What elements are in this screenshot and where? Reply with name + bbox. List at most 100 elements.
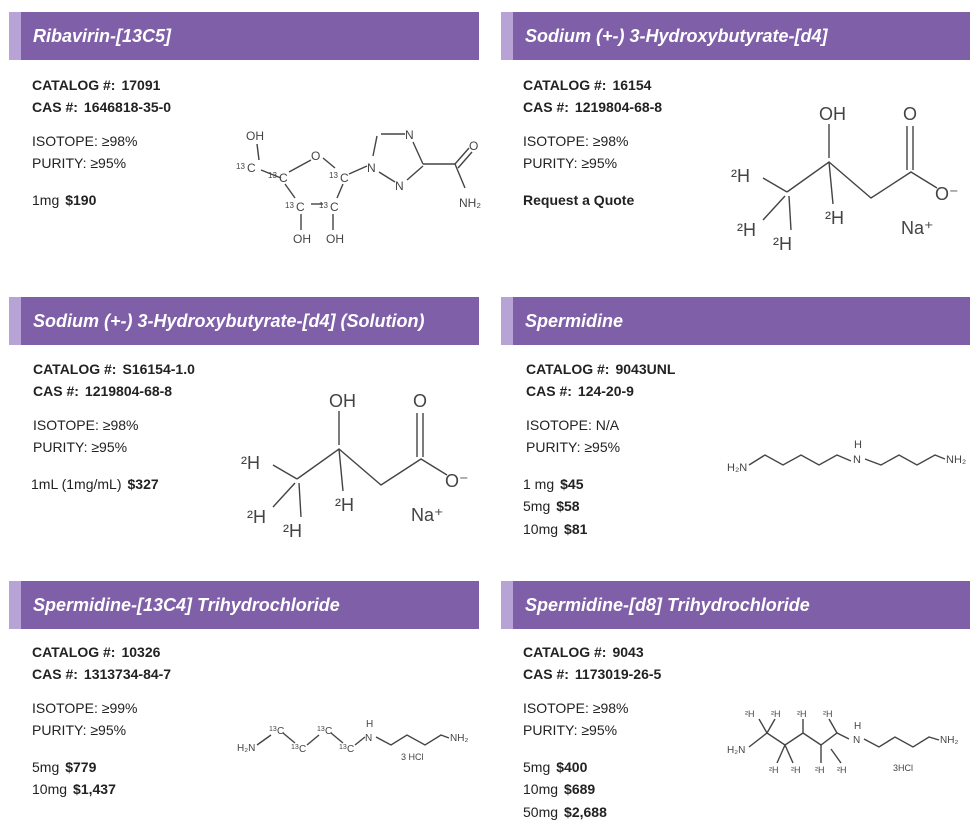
- isotope-line: ISOTOPE: ≥98%: [523, 133, 629, 149]
- purity-line: PURITY: ≥95%: [32, 155, 127, 171]
- price-size: 5mg: [32, 759, 60, 775]
- product-title: Spermidine: [525, 311, 624, 331]
- product-header: Sodium (+-) 3-Hydroxybutyrate-[d4]: [501, 12, 970, 60]
- structure-label: C: [325, 726, 332, 737]
- spermidine-d8-structure: H₂N ²H ²H ²H ²H ²H ²H ²H ²H H N NH₂ 3HCl: [727, 709, 958, 775]
- structure-label: H₂N: [727, 462, 747, 474]
- product-card-hydroxybutyrate: Sodium (+-) 3-Hydroxybutyrate-[d4] CATAL…: [501, 12, 970, 272]
- catalog-number: S16154-1.0: [122, 361, 195, 377]
- ribavirin-structure: OH 13 C 13 C O 13 C 13 C 13 C OH OH N N …: [236, 128, 481, 246]
- price-size: 10mg: [523, 781, 559, 797]
- price-value: $779: [65, 759, 97, 775]
- price-line: 10mg$1,437: [32, 781, 116, 797]
- structure-label: NH₂: [459, 196, 481, 210]
- cas-number: 124-20-9: [577, 383, 634, 399]
- price-line: 5mg $400: [523, 759, 587, 775]
- product-title: Spermidine-[d8] Trihydrochloride: [525, 595, 810, 615]
- catalog-label: CATALOG #:: [32, 644, 116, 660]
- structure-label: ²H: [769, 765, 779, 775]
- structure-label: ²H: [771, 709, 781, 719]
- isotope-line: ISOTOPE: N/A: [526, 417, 620, 433]
- structure-label: OH: [329, 391, 356, 411]
- cas-line: CAS #:1313734-84-7: [32, 666, 171, 682]
- price-size: 5mg: [523, 759, 551, 775]
- isotope-line: ISOTOPE: ≥98%: [523, 700, 629, 716]
- structure-label: ²H: [737, 220, 756, 240]
- product-header: Spermidine: [501, 297, 970, 345]
- cas-label: CAS #:: [523, 666, 569, 682]
- catalog-number: 9043: [612, 644, 644, 660]
- structure-label: ²H: [815, 765, 825, 775]
- product-title: Ribavirin-[13C5]: [33, 26, 172, 46]
- catalog-label: CATALOG #:: [526, 361, 610, 377]
- purity-line: PURITY: ≥95%: [32, 722, 127, 738]
- header-accent: [501, 12, 513, 60]
- structure-label: C: [340, 171, 349, 185]
- structure-label: OH: [819, 104, 846, 124]
- cas-line: CAS #:1646818-35-0: [32, 99, 171, 115]
- price-line: 1 mg$45: [523, 476, 583, 492]
- price-line: 10mg $689: [523, 781, 595, 797]
- structure-label: 13: [285, 201, 294, 210]
- structure-label: C: [347, 744, 354, 755]
- product-header: Sodium (+-) 3-Hydroxybutyrate-[d4] (Solu…: [9, 297, 479, 345]
- structure-label: ²H: [745, 709, 755, 719]
- structure-label: N: [405, 128, 414, 142]
- structure-label: 13: [339, 744, 347, 751]
- isotope-line: ISOTOPE: ≥99%: [32, 700, 138, 716]
- structure-label: C: [296, 200, 305, 214]
- structure-label: NH₂: [946, 454, 966, 466]
- purity-line: PURITY: ≥95%: [33, 439, 128, 455]
- price-size: 1mL (1mg/mL): [31, 476, 122, 492]
- cas-number: 1219804-68-8: [574, 99, 663, 115]
- price-value: $2,688: [564, 804, 607, 820]
- structure-label: C: [279, 171, 288, 185]
- price-size: 10mg: [32, 781, 68, 797]
- price-size: 50mg: [523, 804, 559, 820]
- catalog-number: 10326: [121, 644, 161, 660]
- structure-label: OH: [326, 232, 344, 246]
- price-line: 50mg $2,688: [523, 804, 607, 820]
- product-card-ribavirin: Ribavirin-[13C5] CATALOG #:17091 CAS #:1…: [9, 12, 481, 272]
- structure-label: ²H: [335, 495, 354, 515]
- structure-label: OH: [293, 232, 311, 246]
- price-value: $400: [556, 759, 588, 775]
- structure-label: C: [299, 744, 306, 755]
- price-value: $327: [127, 476, 159, 492]
- product-header: Ribavirin-[13C5]: [9, 12, 479, 60]
- catalog-number: 16154: [612, 77, 652, 93]
- price-value: $81: [564, 521, 588, 537]
- structure-label: N: [365, 733, 372, 744]
- catalog-line: CATALOG #:9043UNL: [526, 361, 675, 377]
- purity-line: PURITY: ≥95%: [523, 722, 618, 738]
- price-value: $689: [564, 781, 596, 797]
- product-title: Sodium (+-) 3-Hydroxybutyrate-[d4]: [525, 26, 828, 46]
- structure-label: N: [367, 161, 376, 175]
- structure-label: H₂N: [237, 743, 255, 754]
- product-card-hydroxybutyrate-solution: Sodium (+-) 3-Hydroxybutyrate-[d4] (Solu…: [9, 297, 479, 557]
- hydroxybutyrate-structure: OH O O⁻ ²H ²H ²H ²H Na⁺: [241, 391, 469, 537]
- cas-number: 1173019-26-5: [574, 666, 662, 682]
- structure-label: ²H: [797, 709, 807, 719]
- structure-label: ²H: [731, 166, 750, 186]
- structure-label: 13: [329, 171, 338, 180]
- structure-label: O: [903, 104, 917, 124]
- price-line: 5mg $779: [32, 759, 96, 775]
- structure-label: C: [247, 161, 256, 175]
- structure-label: H: [854, 721, 861, 732]
- structure-label: ²H: [283, 521, 302, 537]
- price-value: $45: [560, 476, 584, 492]
- request-quote-link[interactable]: Request a Quote: [523, 192, 635, 208]
- product-header: Spermidine-[13C4] Trihydrochloride: [9, 581, 479, 629]
- product-card-spermidine-d8: Spermidine-[d8] Trihydrochloride CATALOG…: [501, 581, 970, 831]
- price-size: 10mg: [523, 521, 559, 537]
- structure-label: ²H: [837, 765, 847, 775]
- product-card-spermidine-13c4: Spermidine-[13C4] Trihydrochloride CATAL…: [9, 581, 479, 831]
- structure-label: ²H: [791, 765, 801, 775]
- structure-label: 13: [317, 726, 325, 733]
- product-header: Spermidine-[d8] Trihydrochloride: [501, 581, 970, 629]
- structure-label: ²H: [241, 453, 260, 473]
- structure-label: NH₂: [940, 735, 958, 746]
- cas-label: CAS #:: [526, 383, 572, 399]
- spermidine-structure: H₂N H N NH₂: [727, 439, 966, 474]
